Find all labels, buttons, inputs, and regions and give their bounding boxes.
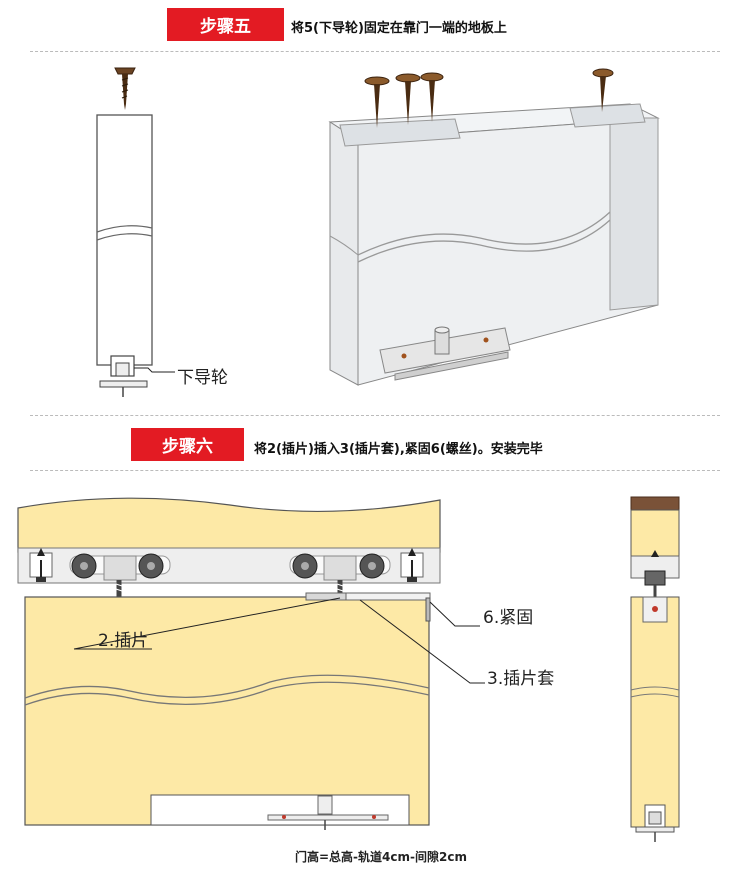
screw-icon	[395, 73, 421, 125]
door-side-section	[630, 496, 680, 842]
label-tighten: 6.紧固	[483, 608, 534, 628]
divider-bottom	[30, 470, 720, 471]
roller-trolley-left	[69, 553, 171, 597]
label-sleeve: 3.插片套	[487, 669, 555, 689]
divider-top	[30, 51, 720, 52]
door-perspective-view	[328, 68, 660, 386]
screw-icon	[592, 68, 614, 112]
divider-middle	[30, 415, 720, 416]
step5-badge: 步骤五	[167, 8, 284, 41]
screw-icon	[114, 67, 136, 110]
step6-badge: 步骤六	[131, 428, 244, 461]
lower-guide-label: 下导轮	[177, 368, 228, 388]
screw-icon	[420, 72, 444, 122]
door-front-view	[17, 497, 485, 830]
door-side-view	[96, 67, 175, 397]
screw-icon	[364, 76, 390, 128]
roller-trolley-right	[289, 553, 391, 597]
step6-description: 将2(插片)插入3(插片套),紧固6(螺丝)。安装完毕	[254, 442, 543, 457]
stopper-icon	[29, 548, 53, 582]
step5-description: 将5(下导轮)固定在靠门一端的地板上	[291, 21, 507, 36]
door-height-formula: 门高=总高-轨道4cm-间隙2cm	[295, 850, 467, 864]
label-insert: 2.插片	[98, 631, 149, 651]
stopper-icon	[400, 548, 424, 582]
